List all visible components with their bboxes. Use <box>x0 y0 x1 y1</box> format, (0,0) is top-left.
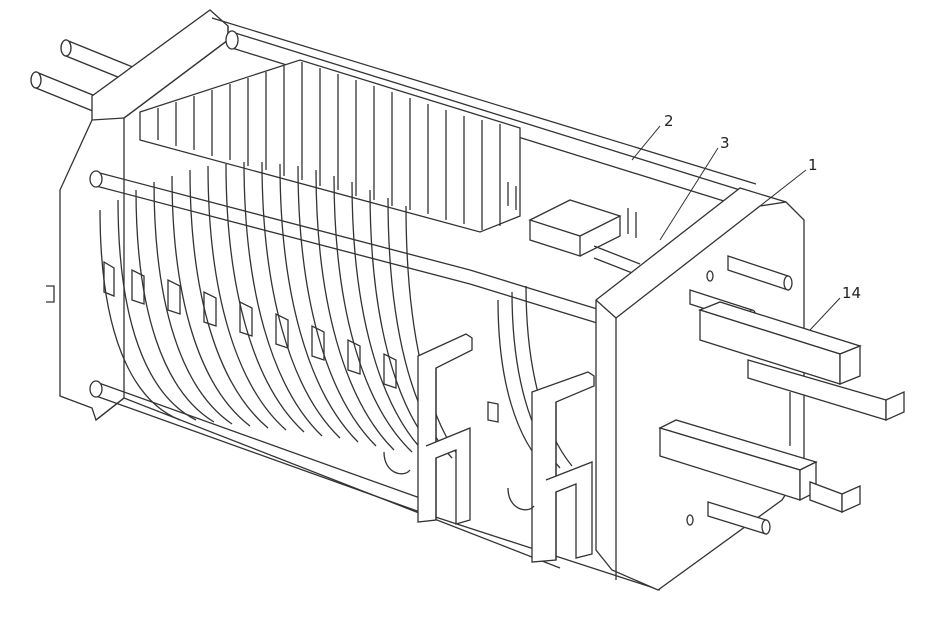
label-end-plate: 1 <box>808 156 818 174</box>
frame-bottom-rail <box>90 381 660 590</box>
label-frame: 2 <box>664 112 674 130</box>
bracket-left <box>384 334 472 524</box>
label-connector: 3 <box>720 134 730 152</box>
label-hydraulic-cylinder: 14 <box>842 284 861 302</box>
connector-assembly <box>508 182 640 276</box>
plate-stack-tops <box>140 60 520 232</box>
bracket-right <box>508 372 594 562</box>
front-end-plate <box>596 188 804 590</box>
separated-plate <box>488 286 572 470</box>
